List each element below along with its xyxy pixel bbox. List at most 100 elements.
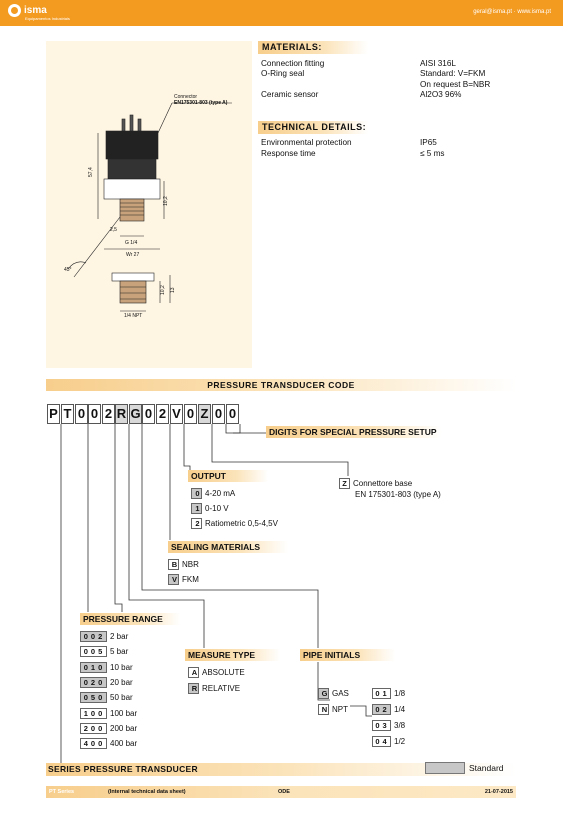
company-logo: isma Equipamentos Industriais — [8, 4, 70, 21]
option-text: FKM — [182, 575, 199, 584]
special-setup-label: DIGITS FOR SPECIAL PRESSURE SETUP — [266, 426, 441, 438]
footer-date: 21-07-2015 — [484, 789, 513, 795]
option-code: 0 — [191, 488, 202, 499]
code-digit: 2 — [102, 404, 115, 424]
connector-code: Z — [339, 478, 350, 489]
option-text: Ratiometric 0,5-4,5V — [205, 519, 278, 528]
code-digit: 0 — [212, 404, 225, 424]
option-text: 20 bar — [110, 677, 133, 687]
dim-wrench2: 13 — [170, 287, 176, 293]
dim-side1: 2,5 — [110, 227, 117, 233]
option-code: 100 — [80, 707, 107, 719]
spec-label: Environmental protection — [261, 138, 352, 147]
option-text: 1/8 — [394, 689, 406, 698]
legend-text: Standard — [469, 763, 504, 773]
option-code: 002 — [80, 631, 107, 642]
spec-value: ≤ 5 ms — [420, 149, 445, 158]
option-code: 2 — [191, 518, 202, 529]
spec-value: IP65 — [420, 138, 437, 147]
output-label: OUTPUT — [188, 470, 268, 482]
option-code: 050 — [80, 692, 107, 704]
code-digit: V — [170, 404, 183, 424]
code-digit: Z — [198, 404, 211, 424]
connector-text-1: Connettore base — [353, 479, 413, 488]
code-digit: P — [47, 404, 60, 424]
code-digit: 0 — [142, 404, 155, 424]
option-text: NPT — [332, 705, 348, 714]
series-label: SERIES PRESSURE TRANSDUCER — [46, 763, 516, 776]
spec-value: On request B=NBR — [420, 80, 491, 89]
spec-value: AISI 316L — [420, 59, 456, 68]
option-code: 04 — [372, 736, 391, 747]
option-text: 400 bar — [110, 739, 138, 749]
option-text: 3/8 — [394, 721, 406, 730]
option-text: NBR — [182, 560, 199, 569]
footer-sheet: (Internal technical data sheet) — [108, 789, 186, 795]
footer-code: ODE — [278, 789, 290, 795]
option-code: 400 — [80, 738, 107, 750]
option-code: V — [168, 574, 179, 585]
code-digit: 0 — [88, 404, 101, 424]
materials-title: MATERIALS: — [258, 41, 368, 54]
measure-type-label: MEASURE TYPE — [185, 649, 280, 661]
connector-text-2: EN 175301-803 (type A) — [355, 490, 441, 499]
option-text: 2 bar — [110, 632, 129, 641]
dim-angle: 45° — [64, 267, 72, 273]
code-title: PRESSURE TRANSDUCER CODE — [46, 379, 516, 391]
dim-side2: 10,2 — [163, 196, 169, 206]
page-footer: PT Series (Internal technical data sheet… — [46, 786, 516, 798]
option-text: 4-20 mA — [205, 489, 236, 498]
code-digit: 0 — [226, 404, 239, 424]
option-code: 02 — [372, 704, 391, 715]
contact-info: geral@isma.pt · www.isma.pt — [473, 9, 551, 15]
option-text: 1/4 — [394, 705, 406, 714]
spec-label: Ceramic sensor — [261, 90, 319, 99]
option-text: 10 bar — [110, 662, 133, 672]
option-code: R — [188, 683, 199, 694]
spec-label: Response time — [261, 149, 316, 158]
spec-label: Connection fitting — [261, 59, 325, 68]
option-code: G — [318, 688, 329, 699]
option-code: N — [318, 704, 329, 715]
option-text: GAS — [332, 689, 349, 698]
logo-text: isma — [24, 5, 47, 16]
option-text: 1/2 — [394, 737, 406, 746]
connector-option: Z Connettore base — [339, 478, 412, 489]
spec-value: Al2O3 96% — [420, 90, 462, 99]
code-digit: 0 — [75, 404, 88, 424]
option-code: 010 — [80, 661, 107, 673]
dim-npt: 1/4 NPT — [124, 313, 142, 319]
option-text: RELATIVE — [202, 684, 241, 693]
logo-mark-icon — [8, 4, 21, 17]
dim-thread: G 1/4 — [125, 240, 137, 246]
pressure-range-label: PRESSURE RANGE — [80, 613, 180, 625]
connector-label-1: Connector — [174, 94, 197, 100]
transducer-drawing: Connector EN175301-803 (type A) 57,4 G 1… — [64, 94, 232, 319]
code-digit: T — [61, 404, 74, 424]
option-code: 1 — [191, 503, 202, 514]
code-digit: 2 — [156, 404, 169, 424]
pipe-initials-label: PIPE INITIALS — [300, 649, 395, 661]
page-header: isma Equipamentos Industriais geral@isma… — [0, 0, 563, 26]
option-code: 200 — [80, 722, 107, 734]
legend-swatch — [425, 762, 465, 774]
dim-height: 57,4 — [88, 167, 94, 177]
code-digit: G — [129, 404, 142, 424]
option-code: A — [188, 667, 199, 678]
option-code: 020 — [80, 676, 107, 688]
